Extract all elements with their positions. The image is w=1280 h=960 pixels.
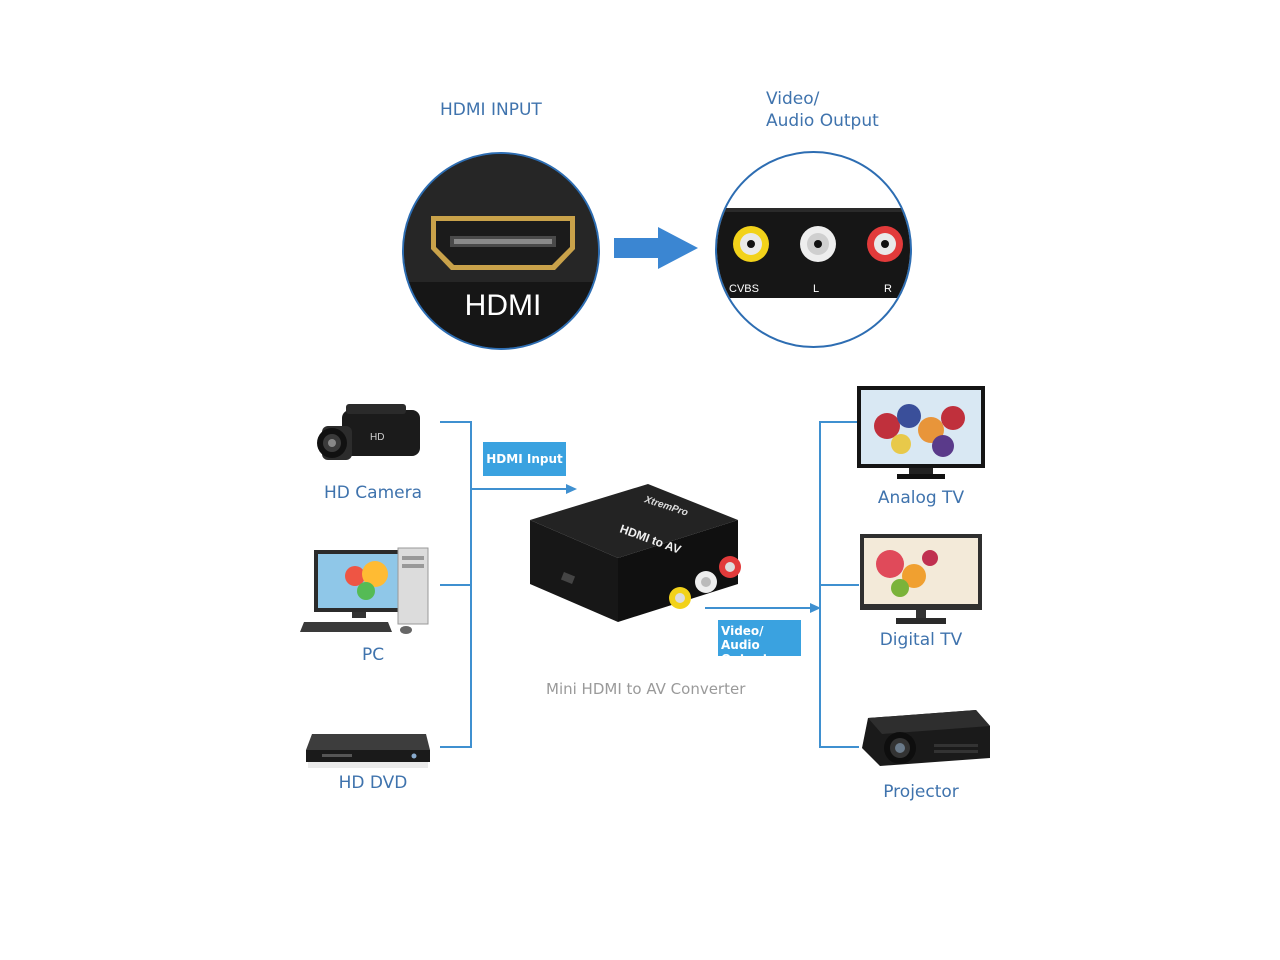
lcd-tv-icon xyxy=(860,534,982,628)
output-feed-line xyxy=(705,607,815,609)
output-label-digital-tv: Digital TV xyxy=(841,630,1001,650)
dvd-player-icon xyxy=(304,732,430,772)
analog-tv-connector-line xyxy=(819,421,859,423)
source-bus-line xyxy=(470,421,472,748)
desktop-pc-icon xyxy=(300,546,432,638)
rca-label-r: R xyxy=(884,283,892,295)
dvd-connector-line xyxy=(440,746,472,748)
digital-tv-connector-line xyxy=(819,584,859,586)
rca-ports-closeup: CVBS L R xyxy=(715,151,912,348)
crt-tv-icon xyxy=(857,386,985,482)
hdmi-port-label: HDMI xyxy=(404,289,600,323)
av-output-tag-line2: Audio Output xyxy=(721,638,801,666)
output-label-analog-tv: Analog TV xyxy=(841,488,1001,508)
output-heading-line1: Video/ xyxy=(766,88,879,110)
av-output-tag: Video/ Audio Output xyxy=(718,620,801,656)
svg-text:HD: HD xyxy=(370,432,384,443)
projector-icon xyxy=(858,704,992,774)
right-arrow-icon xyxy=(612,226,700,270)
camcorder-icon: HD xyxy=(312,400,424,474)
converter-box-icon: HDMI to AV XtremPro xyxy=(524,480,746,640)
av-output-tag-line1: Video/ xyxy=(721,624,801,638)
source-label-pc: PC xyxy=(293,645,453,665)
pc-connector-line xyxy=(440,584,472,586)
hdmi-port-closeup: HDMI xyxy=(402,152,600,350)
output-label-projector: Projector xyxy=(841,782,1001,802)
hdmi-input-tag: HDMI Input xyxy=(483,442,566,476)
hdmi-input-heading: HDMI INPUT xyxy=(440,99,542,121)
output-heading-line2: Audio Output xyxy=(766,110,879,132)
rca-label-l: L xyxy=(813,283,819,295)
converter-caption: Mini HDMI to AV Converter xyxy=(546,680,745,698)
source-label-hd-camera: HD Camera xyxy=(293,483,453,503)
projector-connector-line xyxy=(819,746,859,748)
source-label-hd-dvd: HD DVD xyxy=(293,773,453,793)
rca-label-cvbs: CVBS xyxy=(729,283,759,295)
camera-connector-line xyxy=(440,421,472,423)
rca-jacks-icon xyxy=(717,153,912,348)
output-heading: Video/ Audio Output xyxy=(766,88,879,132)
